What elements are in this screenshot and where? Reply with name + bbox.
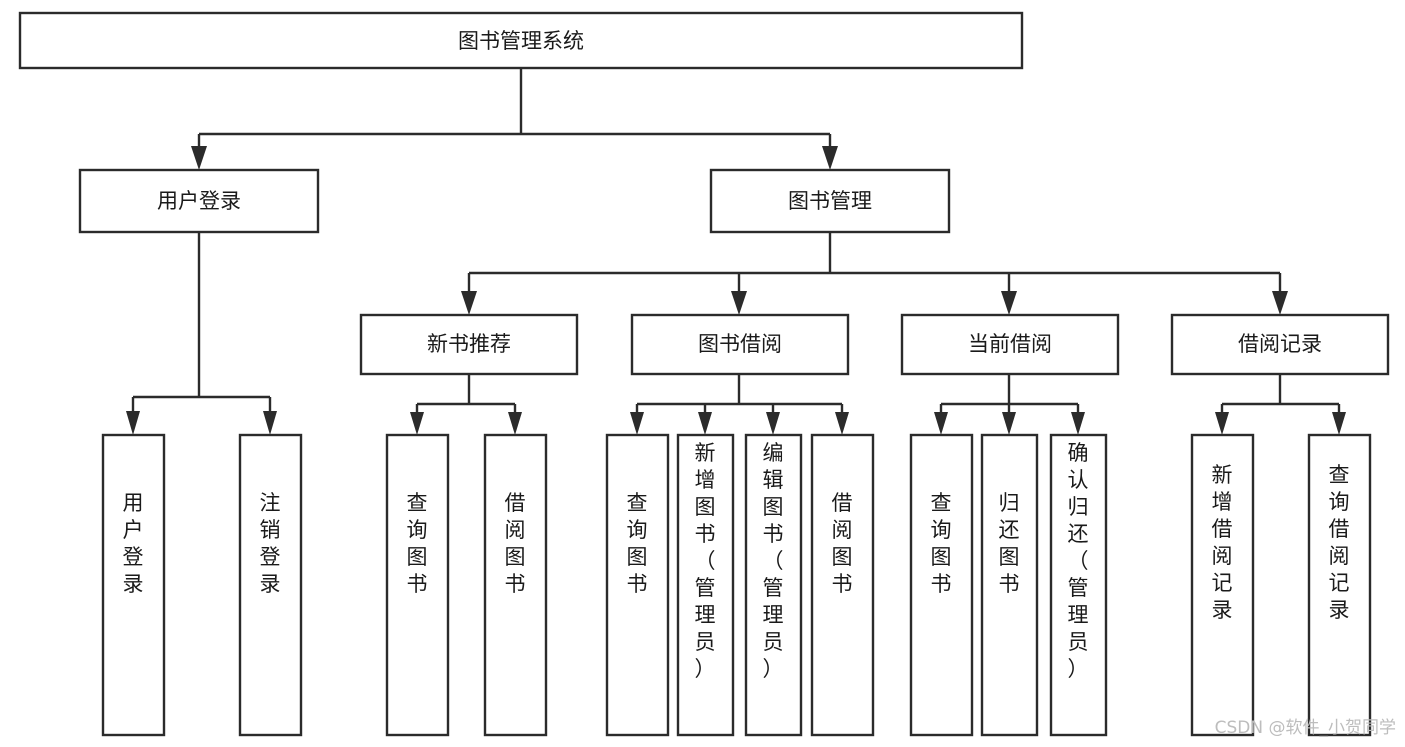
node-borrow-record-label: 借阅记录 — [1238, 332, 1322, 356]
csdn-watermark: CSDN @软件_小贺同学 — [1215, 718, 1396, 738]
leaf-logout-box[interactable] — [238, 433, 303, 737]
leaf-user-login-box[interactable] — [101, 433, 166, 737]
arrow-head-leaf-query-record — [1332, 412, 1346, 435]
node-book-manage-box[interactable] — [709, 168, 951, 234]
node-book-manage-label: 图书管理 — [788, 189, 872, 213]
arrow-head-leaf-add-book — [698, 412, 712, 435]
leaf-user-login[interactable]: 用户登录 — [101, 433, 166, 737]
leaf-add-record-label: 新增借阅记录 — [1212, 463, 1233, 622]
node-new-book-rec-box[interactable] — [359, 313, 579, 376]
leaf-query-book-2[interactable]: 查询图书 — [605, 433, 670, 737]
leaf-query-book-2-box[interactable] — [605, 433, 670, 737]
node-root-box[interactable] — [18, 11, 1024, 70]
leaf-return-book-label: 归还图书 — [999, 491, 1020, 596]
arrow-head-newbook — [461, 291, 477, 315]
arrow-head-leaf-query-book-1 — [410, 412, 424, 435]
node-current-borrow-label: 当前借阅 — [968, 332, 1052, 356]
leaf-add-record[interactable]: 新增借阅记录 — [1190, 433, 1255, 737]
arrow-head-leaf-query-book-2 — [630, 412, 644, 435]
leaf-query-book-3-box[interactable] — [909, 433, 974, 737]
leaf-edit-book[interactable]: 编辑图书（管理员） — [744, 433, 803, 737]
leaf-query-book-1-label: 查询图书 — [407, 491, 428, 596]
node-book-manage[interactable]: 图书管理 — [709, 168, 951, 234]
node-new-book-rec[interactable]: 新书推荐 — [359, 313, 579, 376]
node-user-login[interactable]: 用户登录 — [78, 168, 320, 234]
arrow-head-leaf-add-record — [1215, 412, 1229, 435]
leaf-borrow-book-1-box[interactable] — [483, 433, 548, 737]
leaf-logout-label: 注销登录 — [260, 491, 281, 596]
connector-layer — [126, 68, 1346, 435]
node-root-label: 图书管理系统 — [458, 29, 584, 53]
arrow-head-user-login — [191, 146, 207, 170]
node-current-borrow-box[interactable] — [900, 313, 1120, 376]
leaf-query-record[interactable]: 查询借阅记录 — [1307, 433, 1372, 737]
leaf-add-book-box[interactable] — [676, 433, 735, 737]
arrow-head-borrowrecord — [1272, 291, 1288, 315]
arrow-head-book-manage — [822, 146, 838, 170]
node-user-login-box[interactable] — [78, 168, 320, 234]
leaf-edit-book-label: 编辑图书（管理员） — [763, 441, 784, 681]
node-book-borrow[interactable]: 图书借阅 — [630, 313, 850, 376]
leaf-user-login-label: 用户登录 — [123, 491, 144, 596]
arrow-head-currentborrow — [1001, 291, 1017, 315]
arrow-head-leaf-borrow-book-1 — [508, 412, 522, 435]
node-current-borrow[interactable]: 当前借阅 — [900, 313, 1120, 376]
leaf-query-book-1-box[interactable] — [385, 433, 450, 737]
node-borrow-record-box[interactable] — [1170, 313, 1390, 376]
leaf-borrow-book-1[interactable]: 借阅图书 — [483, 433, 548, 737]
node-root[interactable]: 图书管理系统 — [18, 11, 1024, 70]
leaf-query-record-box[interactable] — [1307, 433, 1372, 737]
leaf-return-book[interactable]: 归还图书 — [980, 433, 1039, 737]
arrow-head-leaf-borrow-book-2 — [835, 412, 849, 435]
node-borrow-record[interactable]: 借阅记录 — [1170, 313, 1390, 376]
arrow-head-leaf-logout — [263, 411, 277, 435]
leaf-borrow-book-2-box[interactable] — [810, 433, 875, 737]
leaf-confirm-return[interactable]: 确认归还（管理员） — [1049, 433, 1108, 737]
leaf-logout[interactable]: 注销登录 — [238, 433, 303, 737]
leaf-borrow-book-2[interactable]: 借阅图书 — [810, 433, 875, 737]
leaf-query-record-label: 查询借阅记录 — [1329, 463, 1350, 622]
node-new-book-rec-label: 新书推荐 — [427, 332, 511, 356]
leaf-confirm-return-label: 确认归还（管理员） — [1068, 441, 1089, 681]
leaf-query-book-3[interactable]: 查询图书 — [909, 433, 974, 737]
arrow-head-leaf-query-book-3 — [934, 412, 948, 435]
arrow-head-leaf-edit-book — [766, 412, 780, 435]
leaf-return-book-box[interactable] — [980, 433, 1039, 737]
node-book-borrow-label: 图书借阅 — [698, 332, 782, 356]
leaf-borrow-book-2-label: 借阅图书 — [832, 491, 853, 596]
arrow-head-bookborrow — [731, 291, 747, 315]
node-user-login-label: 用户登录 — [157, 189, 241, 213]
leaf-query-book-2-label: 查询图书 — [627, 491, 648, 596]
arrow-head-leaf-user-login — [126, 411, 140, 435]
arrow-head-leaf-confirm-return — [1071, 412, 1085, 435]
arrow-head-leaf-return-book — [1002, 412, 1016, 435]
leaf-add-record-box[interactable] — [1190, 433, 1255, 737]
leaf-query-book-1[interactable]: 查询图书 — [385, 433, 450, 737]
node-book-borrow-box[interactable] — [630, 313, 850, 376]
leaf-confirm-return-box[interactable] — [1049, 433, 1108, 737]
leaf-add-book[interactable]: 新增图书（管理员） — [676, 433, 735, 737]
leaf-borrow-book-1-label: 借阅图书 — [505, 491, 526, 596]
leaf-query-book-3-label: 查询图书 — [931, 491, 952, 596]
leaf-edit-book-box[interactable] — [744, 433, 803, 737]
leaf-add-book-label: 新增图书（管理员） — [695, 441, 716, 681]
